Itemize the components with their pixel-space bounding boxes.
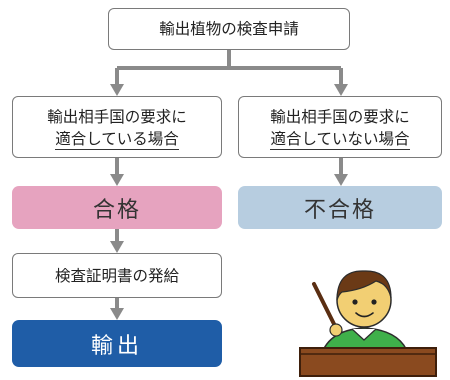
pass-result-box: 合格 — [12, 186, 222, 229]
arrowhead — [110, 241, 124, 253]
non-compliant-condition-line1: 輸出相手国の要求に — [270, 107, 410, 126]
teacher-desk — [299, 347, 437, 377]
compliant-condition-line1: 輸出相手国の要求に — [47, 107, 187, 126]
arrowhead — [110, 84, 124, 96]
compliant-condition-line2: 適合している場合 — [55, 129, 179, 150]
teacher-illustration — [299, 270, 437, 377]
pass-result-label: 合格 — [92, 197, 141, 223]
compliant-condition-box: 輸出相手国の要求に 適合している場合 — [12, 96, 222, 158]
non-compliant-condition-box: 輸出相手国の要求に 適合していない場合 — [238, 96, 442, 158]
non-compliant-condition-line2: 適合していない場合 — [270, 129, 410, 150]
arrowhead — [334, 84, 348, 96]
teacher-hair — [336, 270, 392, 301]
export-result-box: 輸出 — [12, 320, 222, 367]
teacher-collar — [351, 328, 377, 341]
certificate-issuance-box: 検査証明書の発給 — [12, 253, 222, 298]
inspection-application-label: 輸出植物の検査申請 — [159, 20, 299, 38]
certificate-issuance-label: 検査証明書の発給 — [54, 266, 179, 285]
fail-result-label: 不合格 — [303, 197, 376, 223]
export-result-label: 輸出 — [90, 333, 143, 359]
arrowhead — [334, 174, 348, 186]
teacher-eye-left — [352, 299, 358, 305]
teacher-smile — [355, 312, 374, 318]
inspection-application-box: 輸出植物の検査申請 — [108, 8, 350, 50]
pointer-stick — [312, 282, 338, 330]
fail-result-box: 不合格 — [238, 186, 442, 229]
teacher-hand — [329, 323, 343, 337]
teacher-eye-right — [371, 299, 377, 305]
arrowhead — [110, 308, 124, 320]
arrowhead — [110, 174, 124, 186]
